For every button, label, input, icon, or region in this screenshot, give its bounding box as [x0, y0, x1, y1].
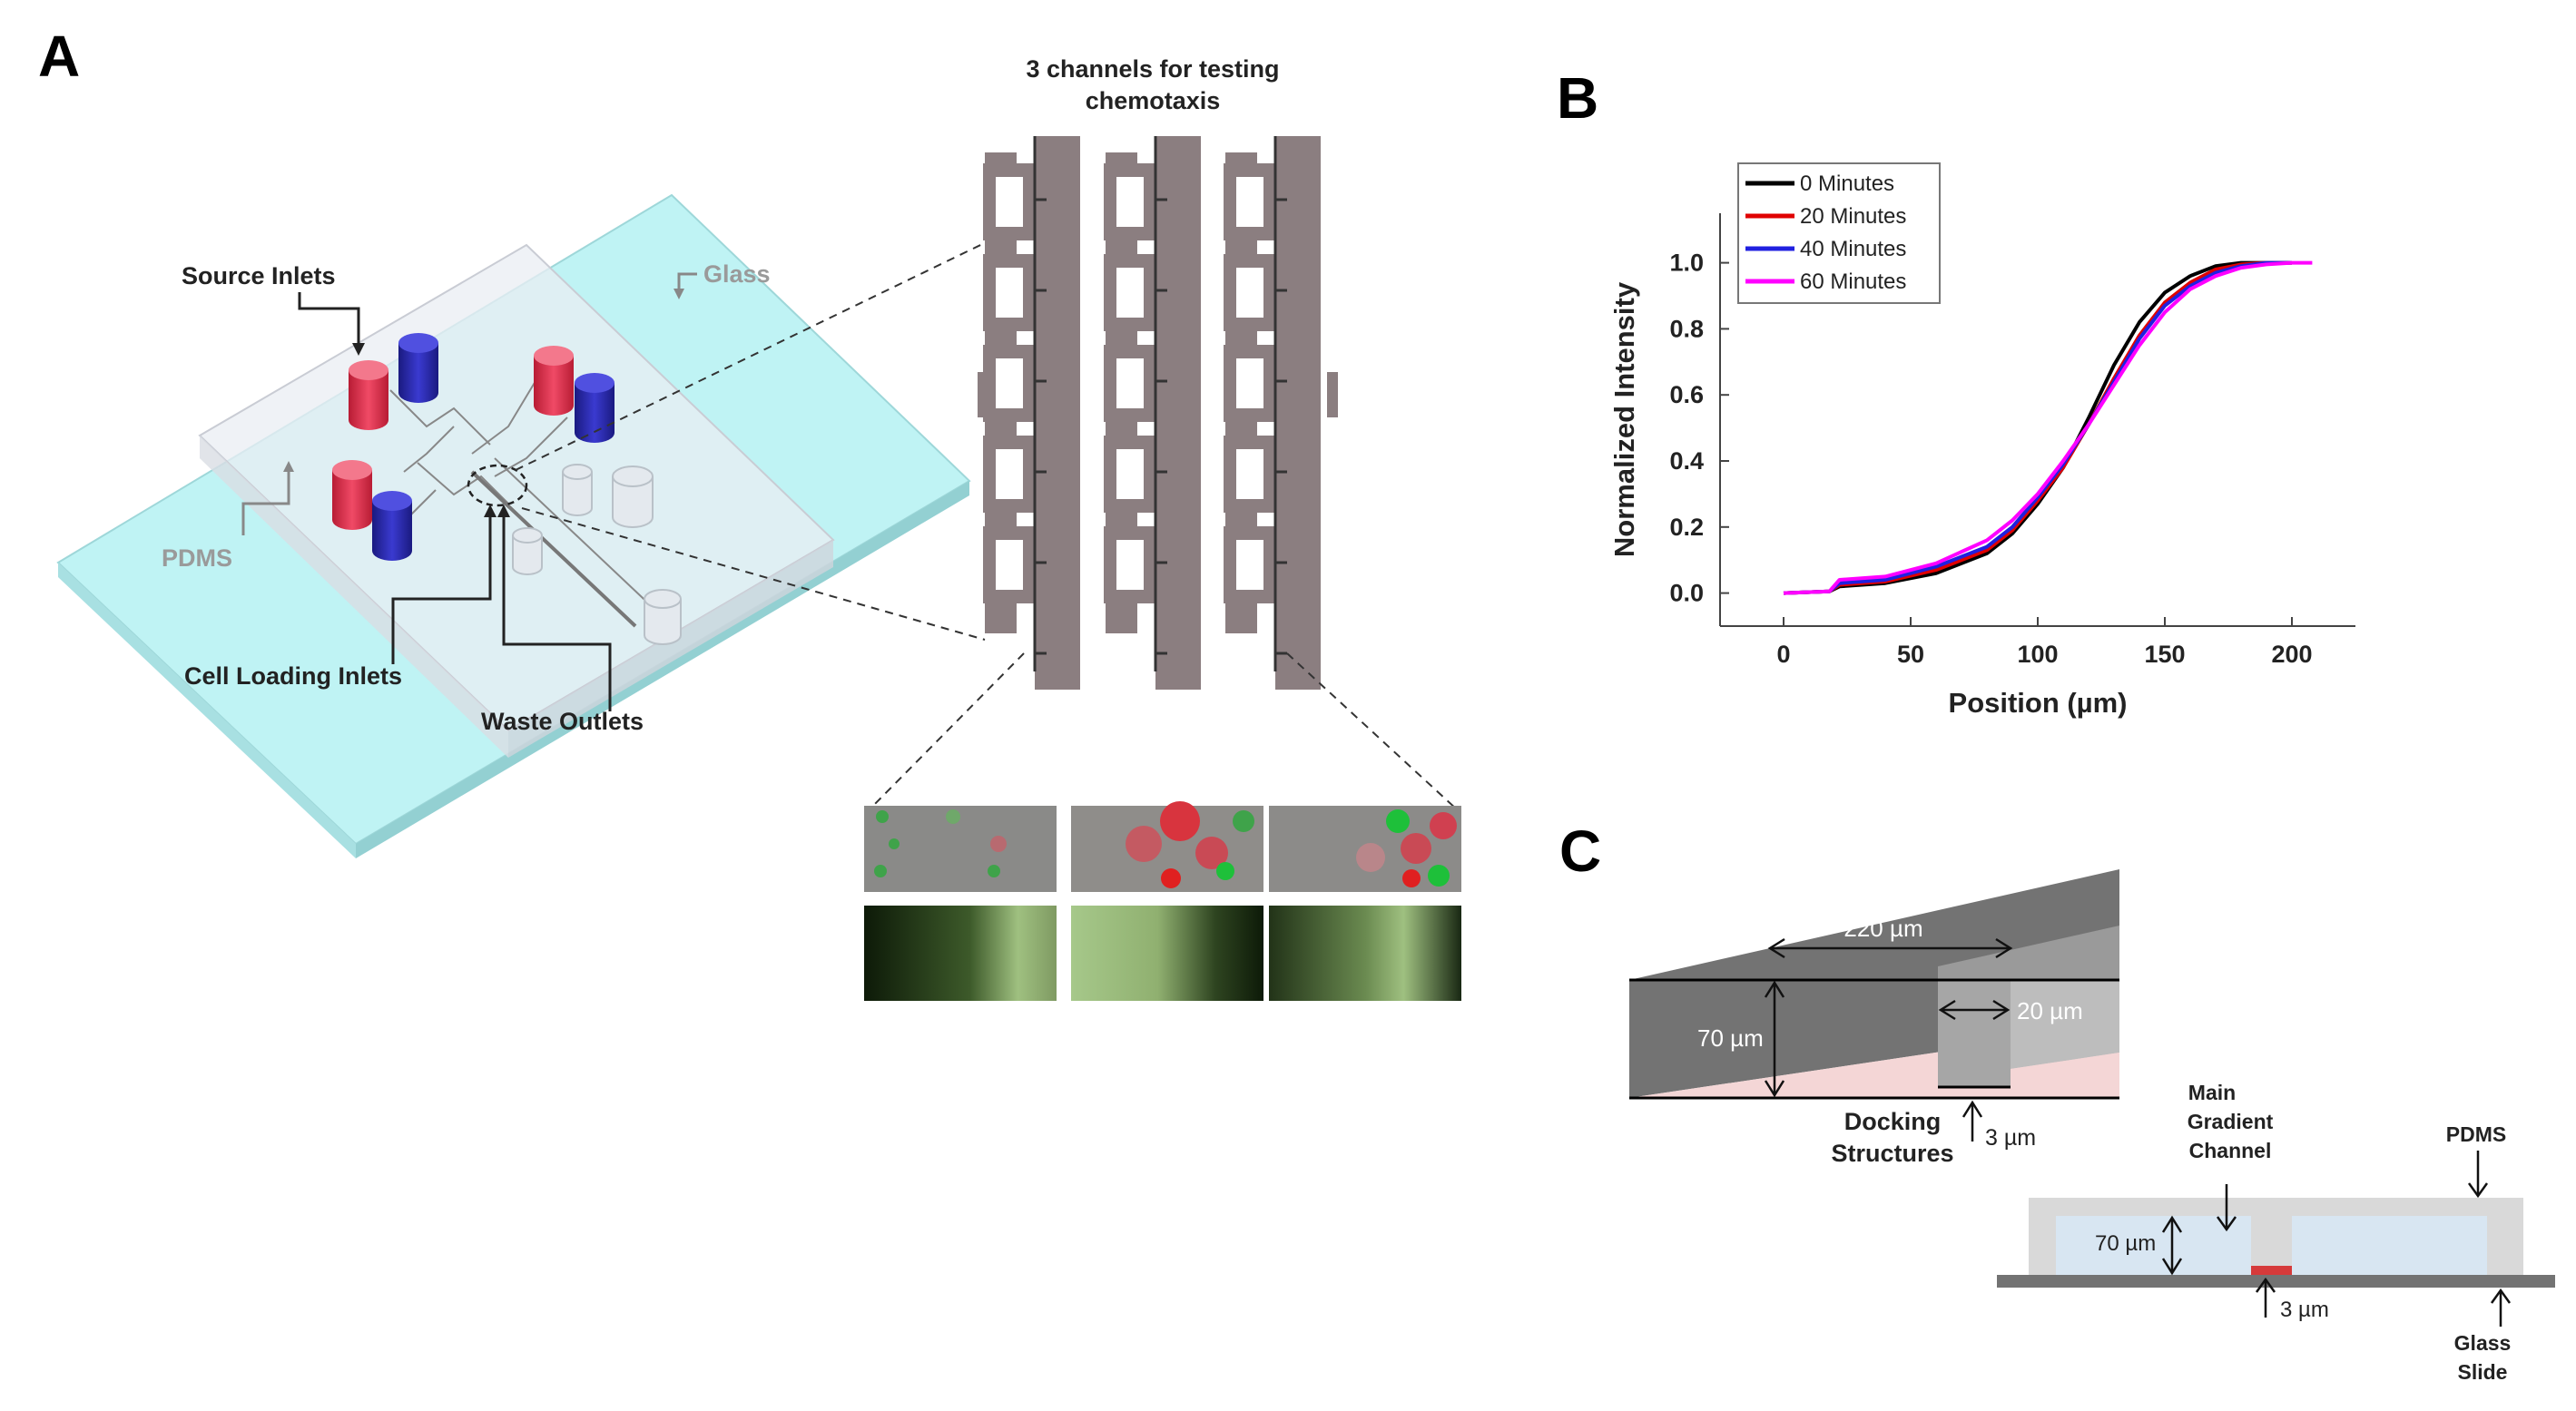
height-70-label: 70 µm — [1697, 1024, 1764, 1052]
height-3-label: 3 µm — [1985, 1125, 2036, 1151]
channel-column — [1224, 136, 1321, 690]
main-gradient-line1: Main — [2188, 1081, 2236, 1104]
panel-b-letter: B — [1557, 65, 1598, 131]
micrograph-strip-fluorescence — [864, 906, 1461, 1001]
series-line — [1783, 260, 2292, 595]
series-lines — [1783, 260, 2313, 595]
source-inlets-arrow — [298, 292, 360, 347]
y-axis-label: Normalized Intensity — [1608, 281, 1640, 557]
y-tick-label: 0.8 — [1669, 315, 1704, 342]
zoom-line-left — [869, 652, 1025, 810]
cross-height-70-label: 70 µm — [2095, 1231, 2156, 1256]
x-tick-label: 150 — [2144, 641, 2185, 668]
pdms-label: PDMS — [162, 544, 232, 572]
panel-a-letter: A — [38, 24, 80, 89]
channel-3d-cross-section — [1629, 869, 2119, 1100]
legend-entry: 0 Minutes — [1800, 171, 1894, 196]
cross-section-arrows — [2161, 1151, 2512, 1327]
cell-loading-inlets-label: Cell Loading Inlets — [184, 662, 402, 690]
width-220-label: 220 µm — [1844, 915, 1922, 942]
y-tick-label: 0.2 — [1669, 514, 1704, 541]
device-side-cross-section — [1997, 1198, 2555, 1288]
channel-column — [983, 136, 1080, 690]
legend: 0 Minutes 20 Minutes 40 Minutes 60 Minutes — [1737, 162, 1941, 304]
y-tick-label: 1.0 — [1669, 250, 1704, 277]
main-gradient-line2: Gradient — [2188, 1110, 2274, 1133]
source-inlets-label: Source Inlets — [182, 262, 336, 289]
source-inlet-cylinders — [332, 346, 574, 530]
cell-loading-inlet-cylinders — [372, 333, 615, 561]
main-gradient-line3: Channel — [2189, 1139, 2272, 1162]
channel-network — [389, 380, 659, 628]
x-tick-label: 50 — [1897, 641, 1924, 668]
dimension-arrows — [1764, 937, 2013, 1142]
y-axis-ticks: 0.0 0.2 0.4 0.6 0.8 1.0 — [1669, 250, 1729, 607]
device-3d-illustration — [56, 193, 971, 858]
cross-height-3-label: 3 µm — [2280, 1298, 2329, 1322]
legend-entry: 20 Minutes — [1800, 204, 1906, 229]
channel-column — [1104, 136, 1201, 690]
width-20-label: 20 µm — [2017, 997, 2083, 1024]
chemotaxis-channels-zoom — [978, 136, 1338, 690]
panel-c-letter: C — [1559, 818, 1601, 884]
y-tick-label: 0.6 — [1669, 381, 1704, 408]
legend-entry: 60 Minutes — [1800, 269, 1906, 294]
cells — [874, 801, 1457, 888]
y-tick-label: 0.4 — [1669, 447, 1704, 475]
x-tick-label: 0 — [1776, 641, 1790, 668]
pdms-arrow — [241, 467, 290, 535]
glass-arrow — [677, 272, 697, 292]
series-line — [1783, 260, 2292, 595]
zoom-line-upper — [515, 233, 1004, 471]
pdms-cross-label: PDMS — [2446, 1122, 2506, 1146]
docking-label-line2: Structures — [1831, 1140, 1953, 1167]
x-tick-label: 200 — [2271, 641, 2312, 668]
zoom-circle — [467, 464, 528, 507]
y-tick-label: 0.0 — [1669, 580, 1704, 607]
waste-outlets-label: Waste Outlets — [481, 708, 644, 735]
waste-outlets-arrow — [502, 513, 612, 711]
channels-title-line2: chemotaxis — [1086, 87, 1221, 114]
series-line — [1783, 260, 2292, 595]
legend-entry: 40 Minutes — [1800, 237, 1906, 261]
zoom-line-right — [1286, 652, 1458, 810]
series-line — [1783, 260, 2313, 595]
left-chamber — [2056, 1216, 2251, 1275]
docking-label-line1: Docking — [1844, 1108, 1942, 1135]
right-chamber — [2292, 1216, 2487, 1275]
cell-loading-arrow — [391, 513, 492, 664]
docking-gap — [2251, 1266, 2292, 1275]
channels-title-line1: 3 channels for testing — [1026, 55, 1279, 83]
intensity-profile-chart: 0.0 0.2 0.4 0.6 0.8 1.0 0 50 100 150 200 0 Minute… — [1608, 162, 2355, 719]
glass-slide-line1: Glass — [2454, 1331, 2512, 1355]
x-tick-label: 100 — [2017, 641, 2058, 668]
x-axis-ticks: 0 50 100 150 200 — [1776, 617, 2313, 668]
outlet-cylinders — [512, 464, 682, 645]
glass-slide-line2: Slide — [2458, 1360, 2508, 1384]
glass-label: Glass — [703, 260, 771, 288]
zoom-line-lower — [521, 507, 986, 641]
x-axis-label: Position (µm) — [1949, 687, 2128, 719]
micrograph-strip-brightfield — [864, 801, 1461, 892]
glass-slide-layer — [1997, 1275, 2555, 1288]
